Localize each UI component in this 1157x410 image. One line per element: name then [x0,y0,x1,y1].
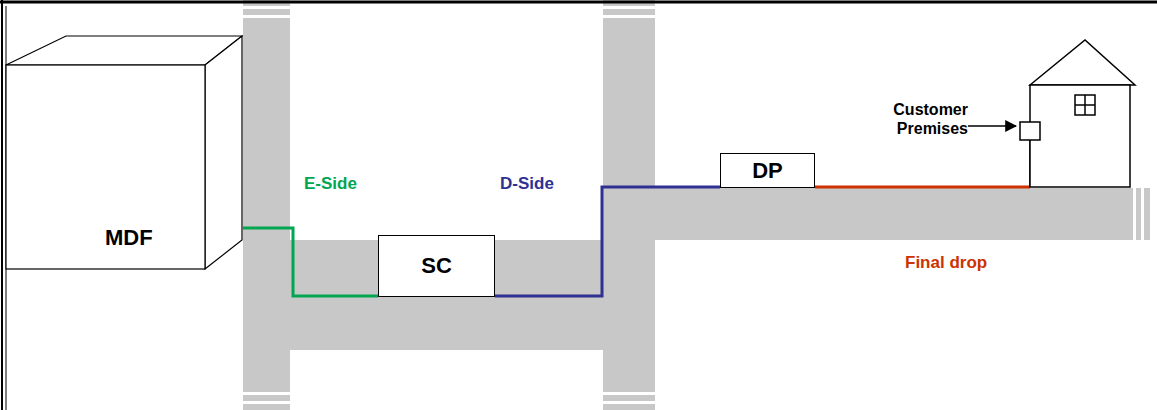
node-label: MDF [105,225,153,251]
final-drop-line [815,186,1030,189]
house [1020,40,1135,187]
cable-line [243,228,378,296]
segment-label: E-Side [304,174,357,194]
node-label: DP [752,158,783,184]
node-label: SC [421,253,452,279]
premises-pointer [968,125,1016,127]
premises-label: Customer Premises [880,100,968,138]
frame-cube: MDF [5,35,243,270]
segment-label: D-Side [500,174,554,194]
cabinet-box: SC [378,235,495,297]
cable-line [495,187,720,296]
distribution-box: DP [720,153,815,188]
drop-label: Final drop [905,253,987,273]
duct-band [243,0,1150,410]
duct-break [243,6,1144,404]
